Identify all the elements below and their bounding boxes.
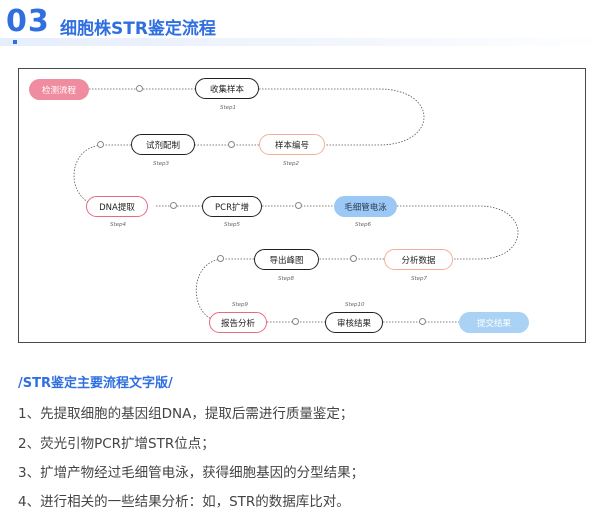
header-band (0, 38, 607, 46)
step-label: Step3 (153, 161, 170, 167)
step-label: Step4 (110, 222, 127, 228)
step-label: Step7 (411, 276, 428, 282)
summary-subtitle-wrap: /STR鉴定主要流程文字版/ (18, 372, 173, 391)
step-label: Step10 (345, 302, 365, 308)
flow-node-analysis: 分析数据 (384, 249, 453, 270)
connector-dot (295, 202, 302, 209)
connector-dot (419, 318, 426, 325)
flow-node-export: 导出峰图 (254, 249, 319, 270)
connector-dot (170, 202, 177, 209)
step-label: Step1 (220, 105, 237, 111)
step-label: Step8 (278, 276, 295, 282)
summary-line: 3、扩增产物经过毛细管电泳，获得细胞基因的分型结果； (18, 465, 365, 481)
section-number-dot (13, 40, 17, 44)
summary-line: 2、荧光引物PCR扩增STR位点； (18, 436, 215, 452)
connector-dot (136, 85, 143, 92)
connector-dot (350, 255, 357, 262)
step-label: Step9 (232, 302, 249, 308)
flow-node-collect: 收集样本 (195, 78, 259, 99)
connector-dot (97, 141, 104, 148)
flow-node-review: 审核结果 (325, 312, 383, 333)
connector-dot (292, 318, 299, 325)
step-label: Step6 (355, 222, 372, 228)
flow-node-dna: DNA提取 (86, 196, 148, 217)
summary-subtitle: /STR鉴定主要流程文字版/ (18, 376, 173, 391)
flow-node-submit: 提交结果 (459, 312, 529, 333)
flow-node-reagent: 试剂配制 (131, 134, 195, 155)
connector-dot (217, 255, 224, 262)
flow-node-start: 检测流程 (29, 79, 89, 100)
summary-line: 1、先提取细胞的基因组DNA，提取后需进行质量鉴定； (18, 406, 354, 422)
section-title: 细胞株STR鉴定流程 (60, 19, 216, 39)
flow-node-report: 报告分析 (209, 312, 267, 333)
flow-node-pcr: PCR扩增 (202, 196, 262, 217)
summary-line: 4、进行相关的一些结果分析：如，STR的数据库比对。 (18, 494, 350, 510)
flow-diagram: 检测流程 收集样本 Step1 样本编号 Step2 试剂配制 Step3 DN… (18, 68, 586, 343)
connector-line (397, 205, 519, 260)
connector-dot (228, 141, 235, 148)
section-header: 03 细胞株STR鉴定流程 (0, 0, 607, 50)
flow-node-numbering: 样本编号 (259, 134, 325, 155)
step-label: Step5 (224, 222, 241, 228)
connector-line (259, 88, 425, 146)
section-number: 03 (6, 4, 50, 39)
step-label: Step2 (283, 161, 300, 167)
flow-node-ce: 毛细管电泳 (334, 196, 397, 217)
